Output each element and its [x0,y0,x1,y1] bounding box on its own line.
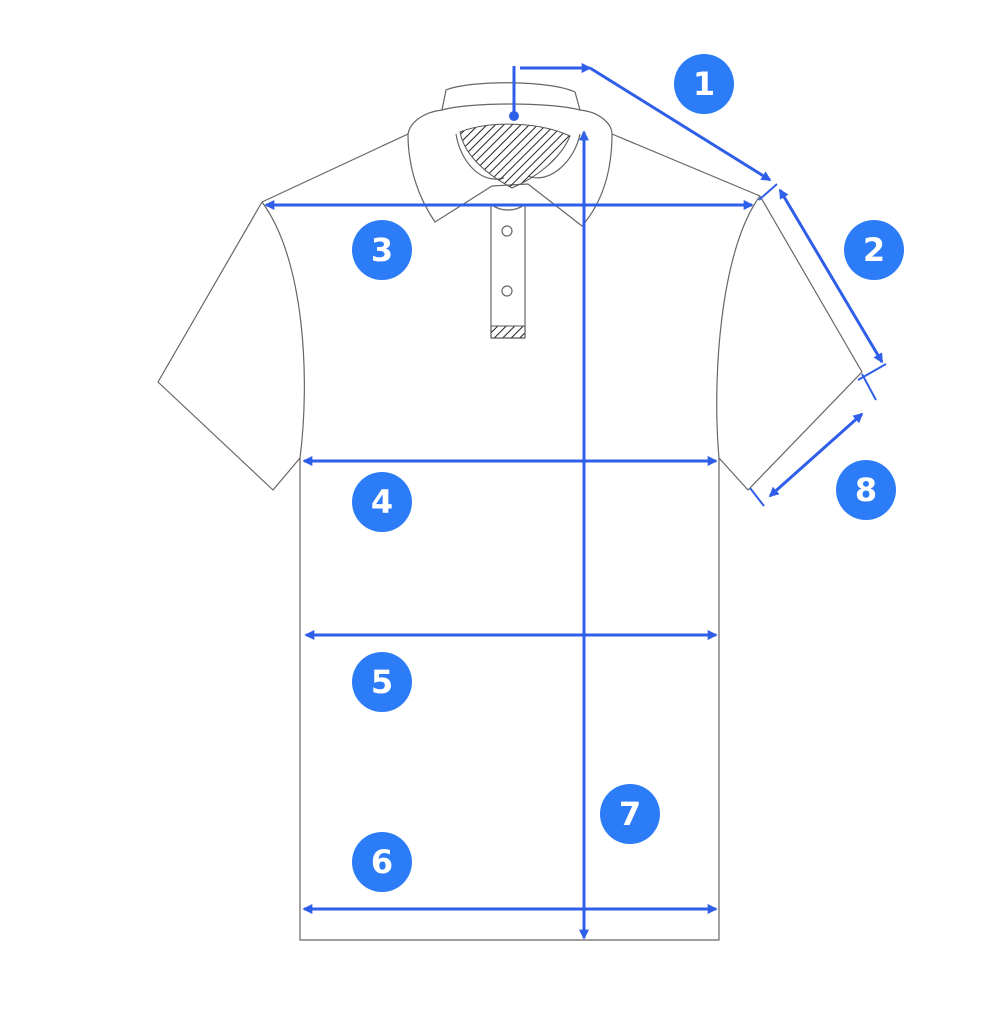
measure-1-tick [758,183,778,201]
neck-label-hatch [459,123,571,189]
placket-bottom-hatch [490,325,526,339]
measure-8-tick [749,487,765,507]
measure-1-dot [509,111,519,121]
marker-1-badge: 1 [674,54,734,114]
shirt-outline [157,82,863,941]
measure-2-tick-b [861,373,877,401]
marker-5-badge: 5 [352,652,412,712]
button-1 [501,225,513,237]
collar-right-point [527,133,581,179]
right-shoulder [611,133,761,197]
measure-1-line [520,68,770,180]
marker-6-badge: 6 [352,832,412,892]
marker-3-badge: 3 [352,220,412,280]
collar [407,82,613,227]
marker-2-badge: 2 [844,220,904,280]
left-shoulder [261,133,409,203]
left-sleeve [157,201,305,491]
marker-8-badge: 8 [836,460,896,520]
shirt-body [299,458,720,941]
placket [490,204,526,339]
collar-inner-line [441,103,581,111]
measure-8-line [768,412,864,498]
marker-4-badge: 4 [352,472,412,532]
button-2 [501,285,513,297]
marker-7-badge: 7 [600,784,660,844]
measure-2-line [778,188,884,364]
measurement-lines [264,66,887,940]
right-sleeve [716,195,863,491]
